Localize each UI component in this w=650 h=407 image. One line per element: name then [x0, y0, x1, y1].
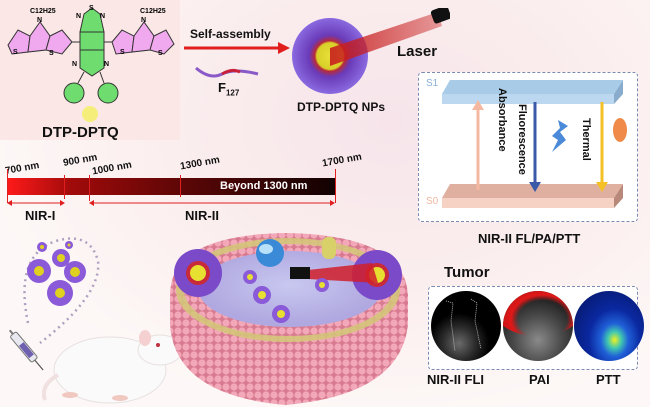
left-dtp-unit: S S N C12H25 — [7, 8, 73, 57]
s0-level — [442, 184, 623, 198]
svg-text:S: S — [13, 49, 18, 56]
molecule-sphere-icon — [82, 106, 98, 122]
mouse-icon — [41, 330, 183, 404]
laser-label: Laser — [397, 43, 438, 60]
flame-icon — [613, 118, 627, 142]
nanoparticle-label: DTP-DPTQ NPs — [297, 100, 386, 114]
divider-700 — [7, 169, 8, 203]
ptt-label: PTT — [596, 372, 621, 387]
alkyl-chain-right: C12H25 — [140, 8, 166, 15]
divider-900 — [64, 175, 65, 199]
s1-label: S1 — [426, 78, 439, 89]
tumor-title: Tumor — [444, 264, 490, 281]
divider-1300 — [180, 175, 181, 197]
pai-label: PAI — [529, 372, 550, 387]
ptt-image — [574, 291, 644, 361]
cytoplasm — [198, 251, 382, 327]
nir-i-label: NIR-I — [25, 208, 56, 223]
spectrum-section: 700 nm 900 nm 1000 nm 1300 nm 1700 nm Be… — [0, 145, 362, 235]
self-assembly-arrow — [184, 42, 290, 78]
intracellular-laser-icon — [290, 267, 310, 279]
injection-illustration — [8, 237, 183, 404]
tick-700: 700 nm — [4, 160, 41, 177]
thermal-label: Thermal — [580, 118, 592, 161]
laser-beam — [330, 12, 442, 66]
lightning-icon — [552, 120, 568, 152]
cell-icon — [170, 233, 408, 405]
self-assembly-label: Self-assembly — [190, 27, 271, 41]
svg-text:N: N — [100, 13, 105, 20]
s0-label: S0 — [426, 196, 439, 207]
polymer-label: F127 — [218, 80, 240, 98]
molecule-name: DTP-DPTQ — [42, 124, 119, 141]
divider-1700 — [335, 169, 336, 203]
jablonski-svg: S1 S0 — [426, 78, 627, 208]
intracellular-laser-beam — [308, 263, 378, 283]
divider-1000 — [89, 175, 90, 201]
syringe-icon — [8, 329, 44, 371]
absorbance-label: Absorbance — [496, 88, 508, 152]
beyond-1300-label: Beyond 1300 nm — [220, 180, 308, 192]
s1-level — [442, 80, 623, 94]
molecule-structure: S S N C12H25 S N N N N S S N C12H25 — [7, 5, 175, 122]
core-unit: S N N N N — [63, 5, 119, 104]
svg-text:S: S — [89, 5, 94, 12]
svg-text:N: N — [72, 61, 77, 68]
mouse-outline — [445, 298, 482, 352]
svg-text:N: N — [37, 17, 42, 24]
svg-text:N: N — [141, 17, 146, 24]
nanoparticle — [292, 8, 450, 94]
right-dtp-unit: S S N C12H25 — [111, 8, 175, 57]
laser-icon — [430, 8, 450, 24]
nir-ii-fli-image — [431, 291, 501, 361]
svg-text:S: S — [120, 49, 125, 56]
jablonski-caption: NIR-II FL/PA/PTT — [478, 231, 581, 246]
pai-image — [503, 291, 573, 361]
svg-text:N: N — [104, 61, 109, 68]
svg-text:S: S — [158, 50, 163, 57]
nir-ii-fli-label: NIR-II FLI — [427, 372, 485, 387]
fluorescence-label: Fluorescence — [516, 104, 528, 175]
svg-text:S: S — [49, 50, 54, 57]
range-arrows — [7, 200, 335, 206]
pai-signal — [503, 291, 573, 336]
svg-text:N: N — [76, 13, 81, 20]
alkyl-chain-left: C12H25 — [30, 8, 56, 15]
nir-ii-label: NIR-II — [185, 208, 219, 223]
tick-1300: 1300 nm — [179, 154, 221, 173]
mitochondrion-icon — [322, 237, 336, 259]
